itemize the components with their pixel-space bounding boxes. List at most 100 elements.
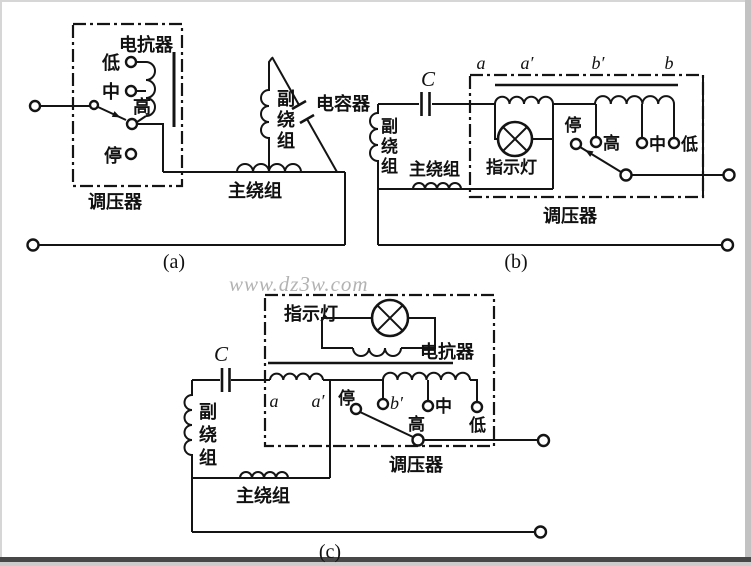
winding-a-coil-c bbox=[269, 372, 324, 381]
reactor-label-a: 电抗器 bbox=[119, 34, 174, 55]
reactor-label-c: 电抗器 bbox=[420, 341, 475, 362]
mid-label-c: 中 bbox=[435, 396, 452, 416]
terminal-b-prime-label-b: b′ bbox=[592, 53, 606, 73]
terminal-a-label-b: a bbox=[477, 53, 486, 73]
stop-label-a: 停 bbox=[104, 145, 122, 166]
aux-label-b-1: 副 bbox=[381, 117, 398, 136]
high-label-a: 高 bbox=[133, 96, 151, 117]
tap-wires-b bbox=[595, 104, 675, 138]
line-return-terminal-b bbox=[720, 238, 735, 252]
capacitor-branch-a bbox=[271, 56, 338, 173]
winding-b-coil-c bbox=[382, 371, 471, 381]
low-terminal-a bbox=[124, 55, 138, 69]
regulator-label-a: 调压器 bbox=[88, 192, 143, 212]
capacitor-plates-icon-a bbox=[291, 99, 315, 125]
winding-a-coil-b bbox=[494, 95, 554, 105]
switch-common-c bbox=[411, 433, 425, 447]
aux-winding-branch-c bbox=[183, 380, 193, 532]
high-out-wire-a bbox=[137, 123, 164, 172]
stop-terminal-c bbox=[349, 402, 363, 416]
tap-wires-c bbox=[382, 379, 478, 402]
lamp-cross-icon-c bbox=[376, 304, 404, 332]
mid-label-b: 中 bbox=[649, 134, 666, 154]
bottom-edge bbox=[0, 562, 751, 566]
main-winding-coil-c bbox=[239, 471, 289, 479]
main-winding-label-a: 主绕组 bbox=[228, 180, 282, 201]
caption-a: (a) bbox=[163, 251, 185, 273]
main-winding-wire-b bbox=[378, 139, 554, 190]
high-terminal-b bbox=[589, 135, 603, 149]
capacitor-plates-icon-c bbox=[220, 368, 231, 392]
main-winding-coil-b bbox=[412, 182, 462, 190]
watermark-text: www.dz3w.com bbox=[229, 272, 369, 296]
aux-winding-side-a bbox=[260, 57, 273, 172]
aux-label-c-2: 绕 bbox=[199, 424, 217, 445]
aux-label-a-1: 副 bbox=[277, 89, 295, 109]
switch-common-b bbox=[619, 168, 633, 182]
line-output-terminal-b bbox=[722, 168, 736, 182]
bottom-bar bbox=[0, 557, 751, 562]
winding-b-coil-b bbox=[594, 95, 675, 105]
main-winding-label-b: 主绕组 bbox=[409, 159, 460, 179]
capacitor-c-label-c: C bbox=[214, 342, 229, 366]
high-label-c: 高 bbox=[408, 414, 425, 434]
stop-label-c: 停 bbox=[338, 388, 355, 408]
mid-label-a: 中 bbox=[102, 81, 120, 102]
mid-terminal-a bbox=[124, 84, 138, 98]
stop-label-b: 停 bbox=[565, 115, 582, 135]
capacitor-label-a: 电容器 bbox=[316, 93, 371, 114]
capacitor-c-label-b: C bbox=[421, 67, 436, 91]
caption-c: (c) bbox=[319, 541, 341, 563]
regulator-label-c: 调压器 bbox=[389, 455, 444, 475]
aux-label-c-3: 组 bbox=[199, 447, 217, 468]
low-terminal-b bbox=[667, 136, 681, 150]
pickup-coil-c bbox=[352, 347, 402, 357]
regulator-box-c bbox=[263, 293, 496, 448]
aux-label-a-2: 绕 bbox=[277, 109, 295, 130]
tap-high-wire bbox=[136, 115, 147, 123]
terminal-a-prime-label-c: a′ bbox=[312, 391, 326, 411]
low-label-b: 低 bbox=[680, 134, 698, 154]
mid-terminal-b bbox=[635, 136, 649, 150]
b-prime-terminal-c bbox=[376, 397, 390, 411]
terminal-a-label-c: a bbox=[270, 391, 279, 411]
reactor-coil-a bbox=[145, 61, 156, 117]
right-edge bbox=[745, 0, 751, 566]
switch-pivot-a bbox=[88, 99, 100, 111]
regulator-label-b: 调压器 bbox=[543, 206, 598, 226]
indicator-label-c: 指示灯 bbox=[284, 303, 338, 324]
capacitor-plates-icon-b bbox=[420, 92, 431, 116]
switch-arm-a bbox=[97, 106, 127, 121]
indicator-label-b: 指示灯 bbox=[486, 157, 537, 177]
switch-arrow-icon-b bbox=[585, 150, 594, 157]
line-return-terminal-c bbox=[533, 525, 548, 539]
low-label-a: 低 bbox=[101, 52, 120, 73]
diagram-c: 指示灯 电抗器 a a′ 停 b′ 中 低 高 调压器 C 副 bbox=[183, 293, 551, 563]
low-label-c: 低 bbox=[468, 415, 486, 435]
aux-winding-branch-b bbox=[369, 104, 379, 245]
b-prime-label-c: b′ bbox=[390, 393, 404, 413]
stop-terminal-a bbox=[124, 147, 138, 161]
low-terminal-c bbox=[470, 400, 484, 414]
left-edge bbox=[0, 0, 2, 566]
aux-label-c-1: 副 bbox=[199, 402, 217, 422]
high-label-b: 高 bbox=[603, 133, 620, 153]
high-terminal-a bbox=[125, 117, 139, 131]
line-input-terminal-a bbox=[28, 99, 42, 113]
diagram-b: 副 绕 组 C a a′ b′ b 指示灯 主绕组 停 高 中 bbox=[369, 53, 736, 273]
return-wire-a bbox=[38, 172, 346, 246]
top-edge bbox=[0, 0, 751, 2]
terminal-b-label-b: b bbox=[665, 53, 674, 73]
aux-label-b-2: 绕 bbox=[381, 136, 398, 156]
mid-terminal-c bbox=[421, 399, 435, 413]
line-return-terminal-a bbox=[26, 238, 40, 252]
switch-arm-c bbox=[359, 411, 414, 438]
lamp-cross-icon-b bbox=[502, 126, 528, 152]
diagram-a: 电抗器 低 中 高 停 电容器 副 绕 组 主绕组 调压器 bbox=[26, 22, 371, 273]
caption-b: (b) bbox=[504, 251, 527, 273]
switch-arrow-icon-a bbox=[111, 111, 121, 118]
stop-terminal-b bbox=[569, 137, 583, 151]
